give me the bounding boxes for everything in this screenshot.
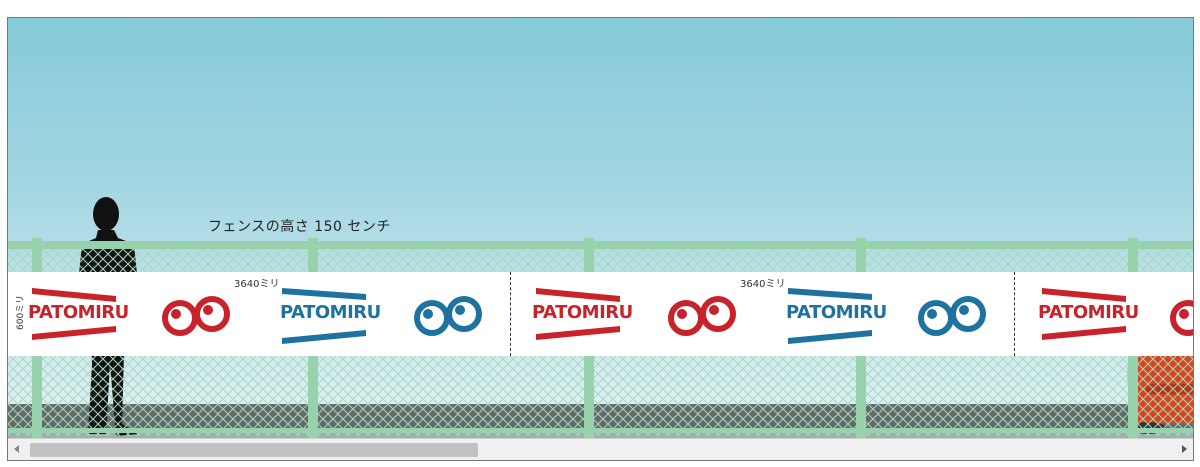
brand-text: PATOMIRU <box>28 302 129 323</box>
brand-text: PATOMIRU <box>1038 302 1139 323</box>
scrollbar-thumb[interactable] <box>30 443 478 457</box>
patomiru-flag-red: PATOMIRU <box>1038 282 1139 348</box>
horizontal-scrollbar[interactable] <box>8 438 1193 460</box>
segment-length-label: 3640ミリ <box>740 279 786 290</box>
triangle-left-icon[interactable] <box>10 442 24 456</box>
scene-viewport: フェンスの高さ 150 センチ 600ミリ 3640ミリ 3640ミリ PATO… <box>8 18 1193 438</box>
fence-bottom-rail <box>8 428 1193 433</box>
patomiru-flag-red: PATOMIRU <box>532 282 633 348</box>
segment-length-label: 3640ミリ <box>234 279 280 290</box>
banner-height-label: 600ミリ <box>16 294 26 330</box>
eyes-red-icon <box>162 296 230 336</box>
eyes-red-icon <box>1170 300 1193 336</box>
brand-text: PATOMIRU <box>280 302 381 323</box>
scene-frame: フェンスの高さ 150 センチ 600ミリ 3640ミリ 3640ミリ PATO… <box>7 17 1194 461</box>
segment-divider <box>510 272 511 356</box>
banner: 600ミリ 3640ミリ 3640ミリ PATOMIRU <box>8 272 1193 356</box>
fence-height-label: フェンスの高さ 150 センチ <box>208 219 391 235</box>
eyes-blue-icon <box>918 296 986 336</box>
patomiru-flag-blue: PATOMIRU <box>786 282 887 348</box>
brand-text: PATOMIRU <box>786 302 887 323</box>
patomiru-flag-red: PATOMIRU <box>28 282 129 348</box>
eyes-blue-icon <box>414 296 482 336</box>
brand-text: PATOMIRU <box>532 302 633 323</box>
eyes-red-icon <box>668 296 736 336</box>
segment-divider <box>1014 272 1015 356</box>
patomiru-flag-blue: PATOMIRU <box>280 282 381 348</box>
fence-top-rail <box>8 241 1193 249</box>
triangle-right-icon[interactable] <box>1177 442 1191 456</box>
